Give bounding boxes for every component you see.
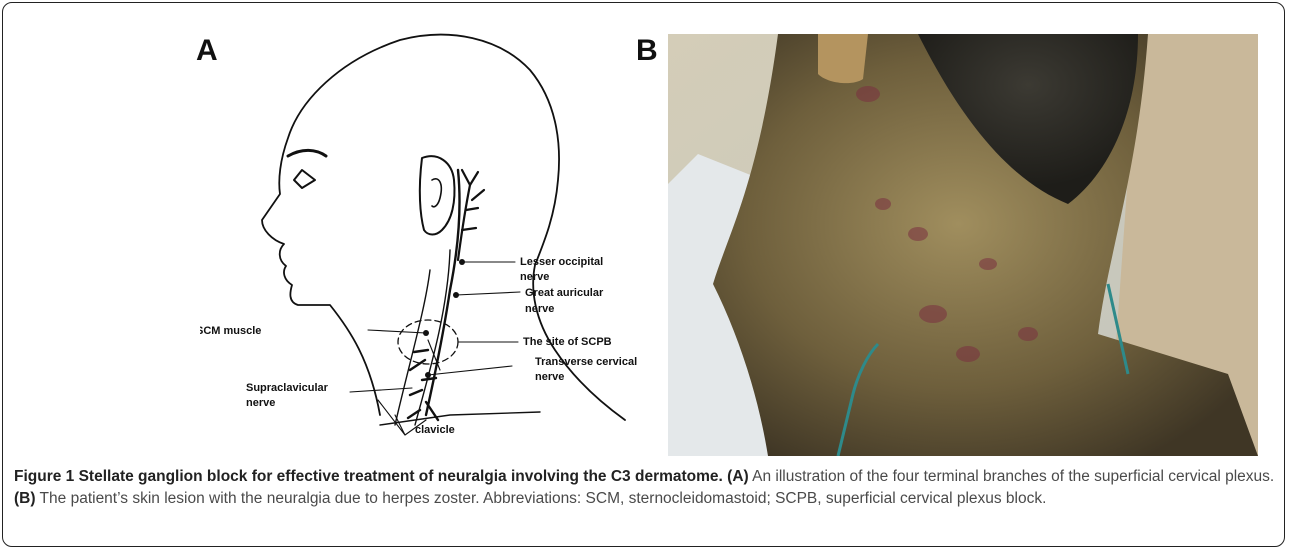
label-scm-muscle: SCM muscle [200, 325, 261, 337]
label-supraclavicular-1: Supraclavicular [246, 382, 329, 394]
label-great-auricular-2: nerve [525, 303, 554, 315]
label-site-scpb: The site of SCPB [523, 336, 612, 348]
caption-b-text: The patient’s skin lesion with the neura… [36, 490, 1047, 507]
patient-neck-photo [668, 34, 1258, 456]
label-clavicle: clavicle [415, 424, 455, 436]
label-transverse-cervical-2: nerve [535, 371, 564, 383]
scpb-site-circle [398, 320, 458, 364]
caption-b-marker: (B) [14, 490, 36, 507]
caption-a-text: An illustration of the four terminal bra… [749, 468, 1275, 485]
eyebrow [288, 150, 326, 156]
label-great-auricular-1: Great auricular [525, 287, 604, 299]
eye [294, 170, 315, 188]
caption-a-marker: (A) [727, 468, 749, 485]
figure-caption: Figure 1 Stellate ganglion block for eff… [14, 466, 1276, 510]
caption-title: Figure 1 Stellate ganglion block for eff… [14, 468, 723, 485]
ear [420, 156, 455, 234]
head-neck-illustration: Lesser occipital nerve Great auricular n… [200, 30, 670, 450]
label-lesser-occipital-2: nerve [520, 271, 549, 283]
label-lesser-occipital-1: Lesser occipital [520, 256, 603, 268]
label-supraclavicular-2: nerve [246, 397, 275, 409]
label-transverse-cervical-1: Transverse cervical [535, 356, 637, 368]
